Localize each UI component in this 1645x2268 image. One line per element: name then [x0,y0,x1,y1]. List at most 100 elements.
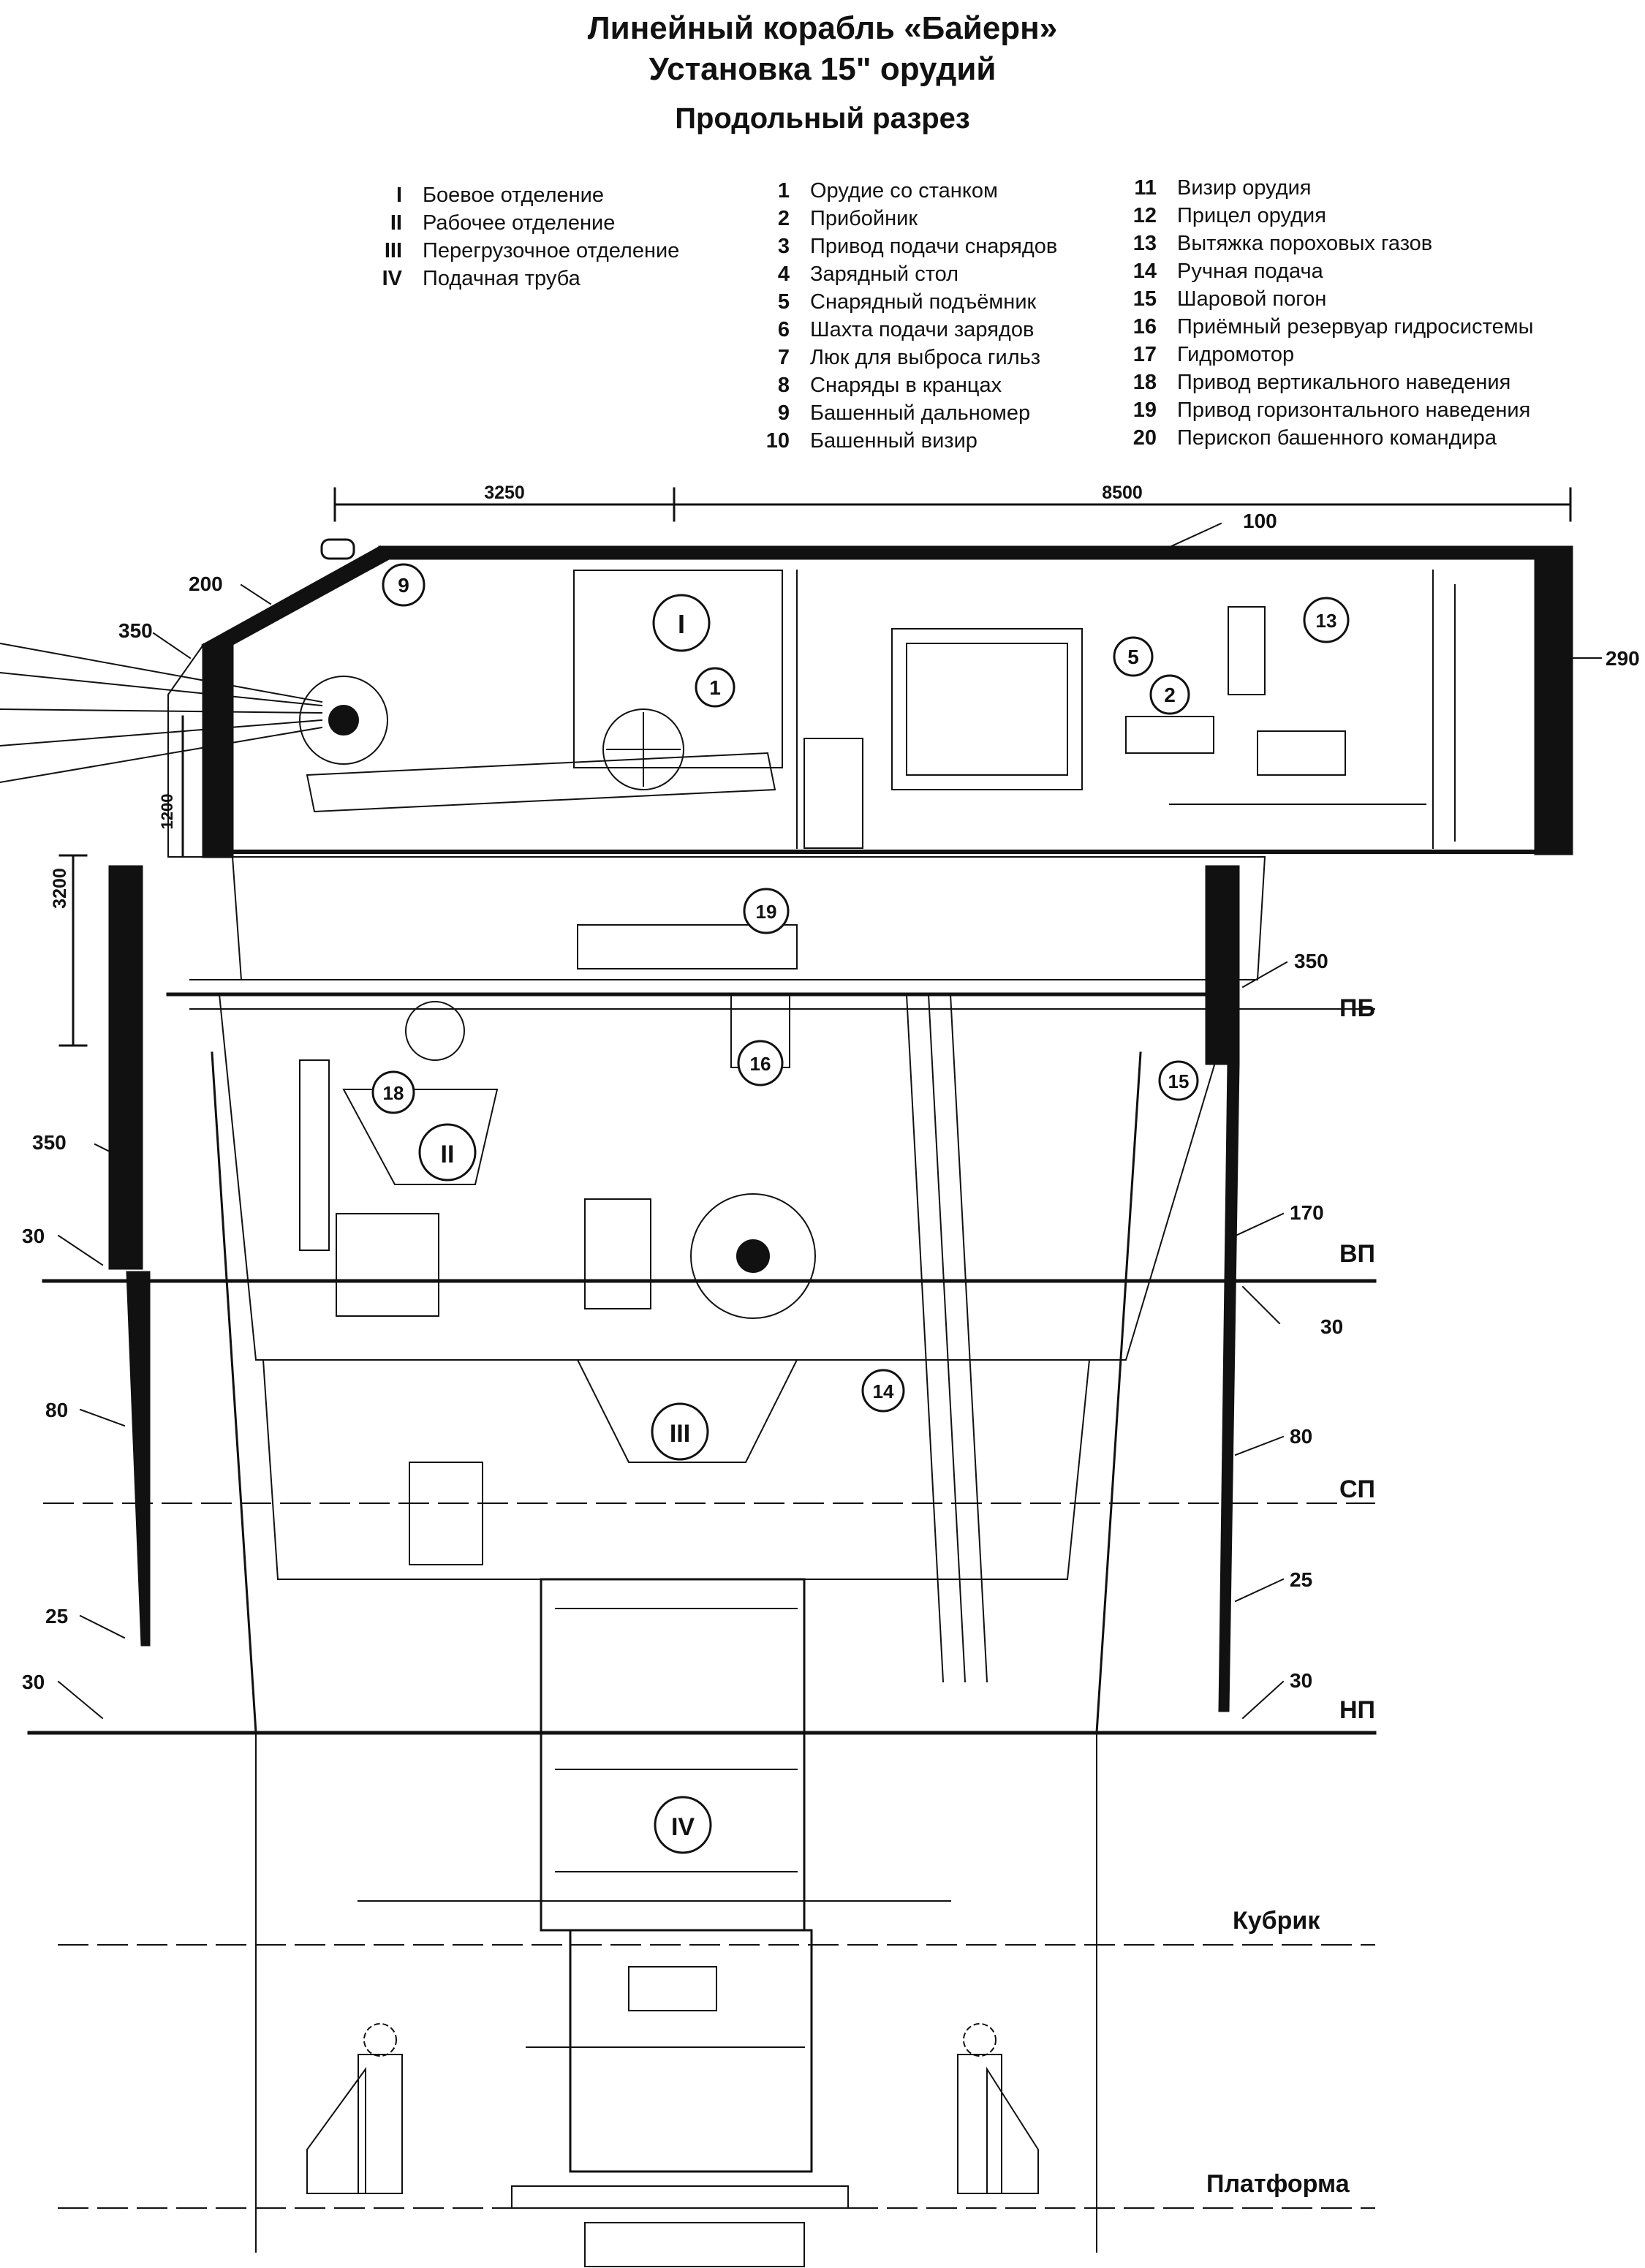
legend-label: Подачная труба [423,267,581,290]
shell-hoist-left [306,2066,366,2194]
legend-num: 11 [1134,176,1157,200]
callout-1-circle [695,667,735,708]
rear-plate [1534,545,1573,855]
armor-100: 100 [1243,510,1277,532]
charge-shaft [803,738,863,849]
shell-hoist-frame [891,628,1083,790]
legend-label: Гидромотор [1177,343,1295,366]
armor-80-left: 80 [45,1399,68,1421]
legend-num: 16 [1132,315,1157,339]
legend-label: Прицел орудия [1177,204,1326,227]
winch-left-dashed [363,2023,397,2057]
armor-350-left: 350 [32,1131,67,1154]
deck-vp-label: ВП [1339,1240,1375,1268]
legend-num: II [390,211,402,235]
hand-winch [409,1462,483,1565]
control-box [336,1213,439,1317]
title-ship: Линейный корабль «Байерн» [587,10,1058,46]
legend-label: Снарядный подъёмник [810,290,1037,314]
callout-9-circle [382,563,426,607]
supply-tube-lower [569,1929,813,2173]
barbette-right-lower [1218,1062,1240,1712]
rangefinder-drum [299,676,388,765]
armor-30-left: 30 [22,1225,45,1247]
armor-30-right-2: 30 [1290,1669,1312,1692]
leader-30-right [1241,1285,1281,1325]
legend-num: 19 [1132,398,1157,422]
hand-supply-chute [905,993,945,1683]
leader-30-right-2 [1241,1680,1285,1720]
legend-num: 9 [777,401,790,425]
legend-num: 14 [1132,260,1157,283]
legend-label: Перегрузочное отделение [423,239,680,262]
drawing-labels: 3250 8500 3200 1200 100 200 350 290 350 … [22,483,1640,2198]
legend-row: I Боевое отделение [322,181,679,209]
gas-extractor [1228,606,1266,695]
legend-row: 17 Гидромотор [1097,341,1533,368]
trunk-wall-left [211,1051,257,1734]
gun-barrel [306,752,776,813]
shell-hoist-inner [906,643,1068,776]
callout-III-circle [651,1402,709,1461]
legend-row: II Рабочее отделение [322,209,679,237]
leader-25-left [79,1614,126,1639]
callout-5-circle [1113,636,1154,677]
callout-2: 2 [1164,684,1176,706]
winch-left [358,2054,403,2194]
leader-80-left [79,1408,126,1427]
rangefinder-hub [328,705,359,736]
rammer-mechanism [1257,730,1346,776]
deck-np-label: НП [1339,1696,1375,1724]
legend-num: 5 [777,290,790,314]
legend-label: Снаряды в кранцах [810,374,1002,397]
working-chamber [218,994,1237,1361]
front-sight-hood [167,642,204,858]
leader-350 [152,632,192,659]
hatch-box [573,570,783,768]
legend-label: Приёмный резервуар гидросистемы [1177,315,1534,339]
armor-25-left: 25 [45,1605,68,1628]
callout-circles [371,563,1350,1854]
deck-sp-label: СП [1339,1475,1375,1503]
shell-hoist-right [986,2066,1039,2194]
roof-plate [378,545,1573,560]
title-section: Продольный разрез [675,102,970,135]
winch-right [957,2054,1002,2194]
legend-row: 16 Приёмный резервуар гидросистемы [1097,313,1534,341]
ray-line [0,642,323,703]
ray-line [0,671,323,707]
leader-170 [1234,1212,1285,1237]
dim-3200: 3200 [50,868,70,909]
callout-14: 14 [873,1380,894,1402]
leader-350-right [1241,961,1288,989]
armor-80-right: 80 [1290,1425,1312,1448]
winch-right-dashed [963,2023,997,2057]
ray-line [0,726,323,784]
legend-label: Рабочее отделение [423,211,616,235]
legend-num: 17 [1132,343,1157,366]
callout-14-circle [861,1369,905,1413]
magazine-machinery [306,2023,1039,2267]
callout-II-circle [418,1123,477,1182]
working-compartment [166,856,1266,1683]
callout-13: 13 [1316,610,1337,632]
ray-line [0,708,323,714]
legend-label: Орудие со станком [810,179,998,203]
roof-slope-plate [200,545,391,654]
hydraulic-motor-hub [736,1239,770,1273]
barbette-left-upper [108,865,143,1270]
leader-30-left [57,1234,104,1266]
legend-num: I [396,184,402,207]
legend-label: Боевое отделение [423,184,604,207]
armor-170: 170 [1290,1201,1324,1224]
deck-kubrik-label: Кубрик [1233,1907,1320,1935]
